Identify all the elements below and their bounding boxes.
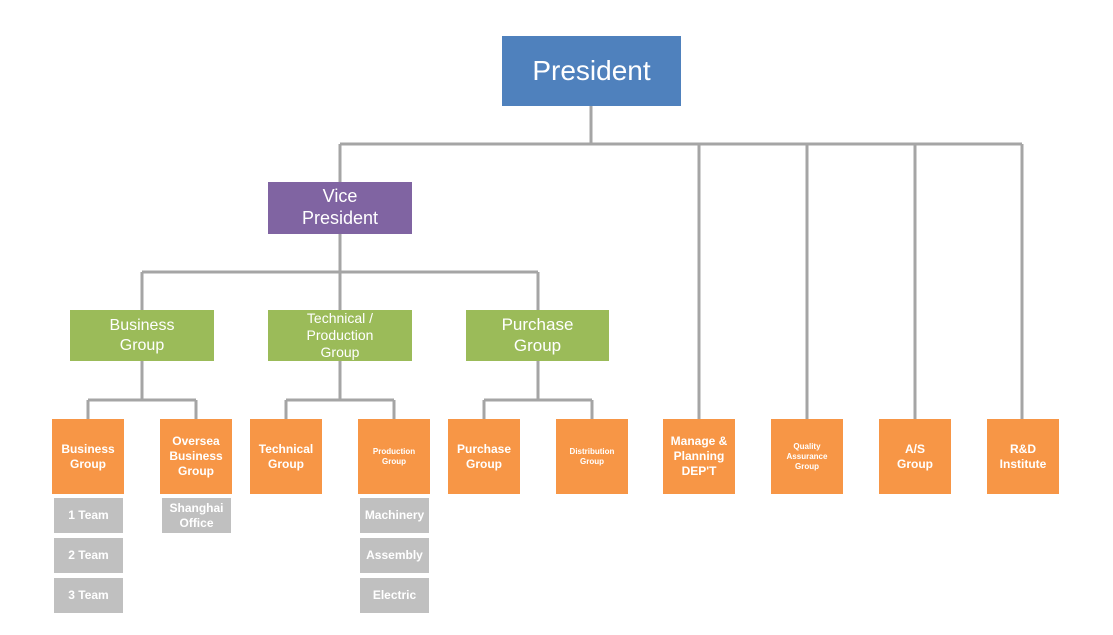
president-label: President [532,55,651,87]
team-3-label: 3 Team [68,588,109,603]
electric-box: Electric [360,578,429,613]
president-box: President [502,36,681,106]
team-3-box: 3 Team [54,578,123,613]
connector-purchase-children [482,361,594,419]
assembly-label: Assembly [366,548,423,563]
assembly-box: Assembly [360,538,429,573]
connector-business-children [86,361,198,419]
connector-technical-children [284,361,396,419]
machinery-box: Machinery [360,498,429,533]
machinery-label: Machinery [364,508,425,523]
team-1-label: 1 Team [68,508,109,523]
team-2-box: 2 Team [54,538,123,573]
electric-label: Electric [372,588,417,603]
team-2-label: 2 Team [68,548,109,563]
team-1-box: 1 Team [54,498,123,533]
